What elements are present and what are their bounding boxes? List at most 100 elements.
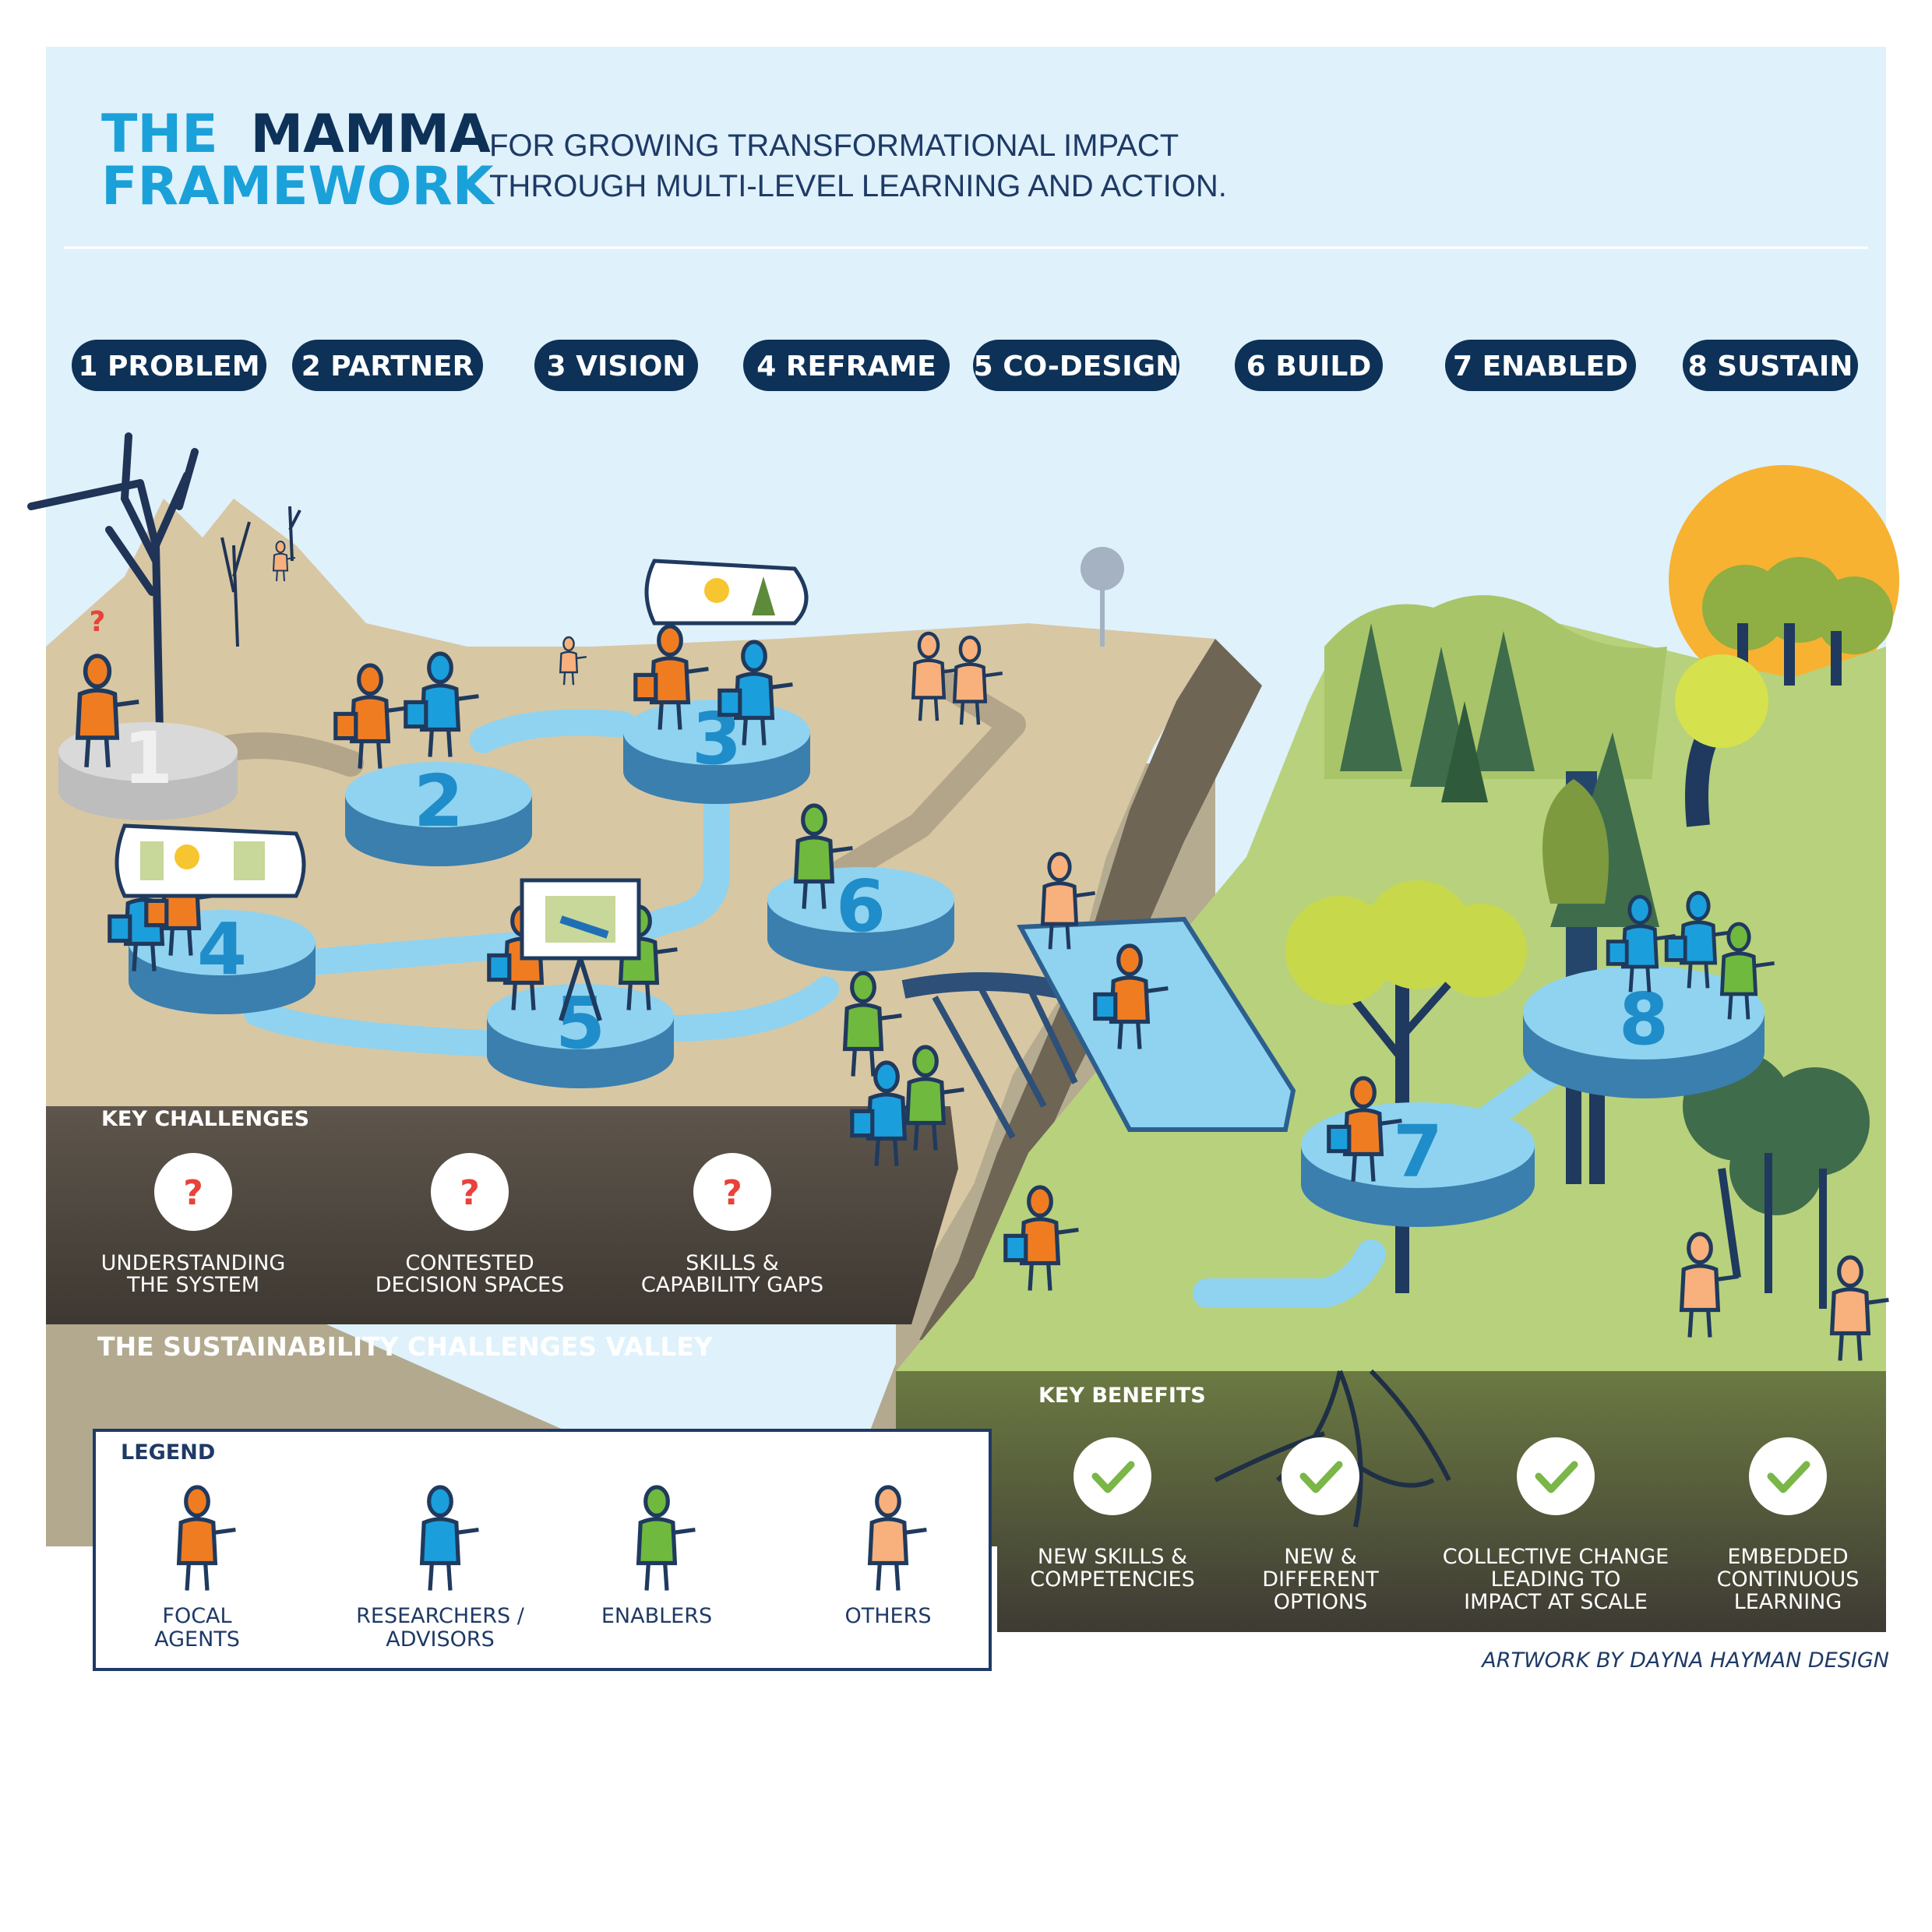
researcher-figure: [404, 651, 479, 757]
platform-number: 2: [414, 760, 464, 843]
challenges-heading: KEY CHALLENGES: [101, 1107, 309, 1131]
legend-item: OTHERS: [844, 1485, 932, 1628]
stage-pill-label: 6 BUILD: [1246, 351, 1371, 383]
challenge-label-line1: SKILLS &: [686, 1251, 779, 1275]
researcher-figure: [850, 1060, 925, 1166]
subtitle-line1: FOR GROWING TRANSFORMATIONAL IMPACT: [489, 129, 1179, 163]
benefit-label-line: IMPACT AT SCALE: [1464, 1590, 1648, 1614]
other-figure: [1040, 851, 1095, 950]
legend-label-line: RESEARCHERS /: [356, 1604, 525, 1628]
vision-board-4: [115, 823, 306, 898]
platform-3: 3: [623, 697, 810, 804]
benefit-icon-circle: [1517, 1437, 1595, 1515]
legend-item: RESEARCHERS /ADVISORS: [356, 1485, 525, 1652]
benefit-icon-circle: [1074, 1437, 1151, 1515]
stage-pill-label: 4 REFRAME: [756, 351, 936, 383]
stage-pill-2: 2 PARTNER: [292, 340, 483, 391]
stage-pill-bg: [743, 340, 950, 391]
stage-pill-8: 8 SUSTAIN: [1683, 340, 1858, 391]
title-framework: FRAMEWORK: [101, 156, 495, 217]
focal-agent-figure: [1327, 1076, 1402, 1182]
stage-pill-label: 7 ENABLED: [1453, 351, 1628, 383]
benefit-label-line: NEW &: [1284, 1545, 1357, 1569]
stage-pill-label: 5 CO-DESIGN: [974, 351, 1179, 383]
forest: [1285, 557, 1893, 1309]
platform-number: 4: [197, 908, 247, 991]
platforms: 1 2 3 4 5 6 78: [58, 697, 1765, 1227]
lightbulb-icon: [704, 578, 729, 603]
question-mark-icon: ?: [460, 1173, 480, 1213]
platform-top: [345, 762, 532, 827]
researcher-figure: [717, 640, 793, 746]
platform-number: 5: [555, 982, 605, 1065]
stage-pill-label: 2 PARTNER: [301, 351, 474, 383]
title-mamma: MAMMA: [250, 104, 491, 165]
challenge-label-line2: CAPABILITY GAPS: [641, 1273, 823, 1297]
researcher-figure: [1606, 894, 1676, 992]
stage-pill-label: 8 SUSTAIN: [1688, 351, 1853, 383]
check-icon: [1299, 1461, 1343, 1493]
grey-tree: [1081, 547, 1124, 647]
stage-pill-6: 6 BUILD: [1235, 340, 1383, 391]
vision-board-3: [644, 559, 809, 626]
challenge-label-line1: CONTESTED: [405, 1251, 534, 1275]
enabler-figure: [904, 1045, 964, 1151]
other-figure: [911, 631, 962, 721]
focal-agent-figure: [1003, 1185, 1079, 1291]
stage-pill-5: 5 CO-DESIGN: [973, 340, 1179, 391]
stage-pill-7: 7 ENABLED: [1445, 340, 1636, 391]
legend-heading: LEGEND: [121, 1440, 215, 1465]
platform-6: 6: [767, 865, 954, 971]
legend-figure-icon: [636, 1485, 696, 1591]
dead-tree: [27, 432, 199, 736]
dead-tree-small: [220, 506, 301, 647]
benefits-heading: KEY BENEFITS: [1038, 1384, 1206, 1408]
stage-pill-bg: [1235, 340, 1383, 391]
stage-pill-4: 4 REFRAME: [743, 340, 950, 391]
platform-top: [1523, 966, 1765, 1059]
check-icon: [1767, 1461, 1810, 1493]
legend-figure-icon: [419, 1485, 479, 1591]
challenge-icon-circle: [693, 1153, 771, 1231]
other-figure: [272, 541, 296, 582]
platform-2: 2: [345, 760, 532, 866]
benefit-label-line: COLLECTIVE CHANGE: [1443, 1545, 1669, 1569]
stage-pill-bg: [1683, 340, 1858, 391]
title-the: THE: [101, 104, 218, 165]
benefit-label-line: CONTINUOUS: [1717, 1567, 1860, 1592]
benefit-label-line: LEADING TO: [1491, 1567, 1621, 1592]
legend-box: [93, 1429, 992, 1671]
challenge-label-line2: THE SYSTEM: [126, 1273, 259, 1297]
benefit-label-line: DIFFERENT: [1262, 1567, 1379, 1592]
subtitle-line2: THROUGH MULTI-LEVEL LEARNING AND ACTION.: [489, 169, 1227, 203]
legend-label-line: ENABLERS: [601, 1604, 712, 1628]
codesign-easel: [520, 878, 641, 1021]
challenge-label-line2: DECISION SPACES: [375, 1273, 565, 1297]
legend-figure-icon: [867, 1485, 927, 1591]
platform-number: 7: [1393, 1110, 1443, 1193]
stage-pill-bg: [534, 340, 698, 391]
green-plateau: [896, 608, 1886, 1371]
focal-agent-figure: [75, 654, 139, 767]
platform-number: 1: [123, 717, 173, 800]
legend-label-line: FOCAL: [162, 1604, 231, 1628]
stage-pill-bg: [1445, 340, 1636, 391]
platform-8: 8: [1523, 966, 1765, 1098]
legend-item: ENABLERS: [601, 1485, 712, 1628]
stage-pill-label: 3 VISION: [547, 351, 686, 383]
legend-label-line: ADVISORS: [386, 1627, 495, 1652]
other-figure: [952, 635, 1003, 725]
platform-5: 5: [487, 982, 674, 1088]
artwork-credit: ARTWORK BY DAYNA HAYMAN DESIGN: [1480, 1648, 1889, 1673]
enabler-figure: [842, 971, 902, 1077]
lightbulb-icon: [175, 844, 199, 869]
benefit-label-line: LEARNING: [1734, 1590, 1842, 1614]
legend-figure-icon: [176, 1485, 236, 1591]
benefits-soil-band: [896, 1371, 1886, 1632]
